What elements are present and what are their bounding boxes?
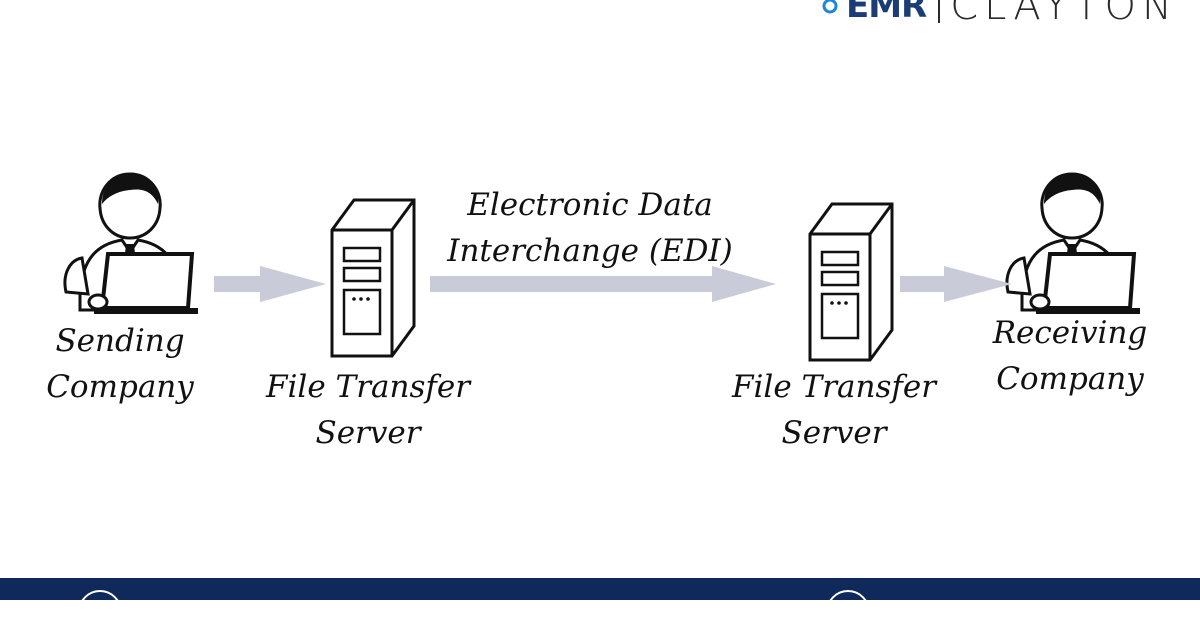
footer-left-icon [78, 590, 122, 634]
company-logo: EMR CLAYTON [820, 0, 1178, 29]
receiving-company-icon [1004, 172, 1142, 316]
right-server-label: File Transfer Server [724, 364, 944, 456]
arrow-edi [430, 266, 776, 302]
arrow-sender-to-server [214, 266, 326, 302]
flow-arrows [214, 266, 1012, 302]
edi-line1: Electronic Data [467, 187, 713, 223]
receiving-company-line1: Receiving [992, 315, 1148, 351]
logo-mark-icon [820, 0, 840, 16]
footer-right-icon [826, 590, 870, 634]
left-server-line1: File Transfer [265, 369, 471, 405]
logo-brand: EMR [846, 0, 927, 26]
left-server-label: File Transfer Server [258, 364, 478, 456]
edi-line2: Interchange (EDI) [447, 233, 733, 269]
receiving-company-line2: Company [996, 361, 1144, 397]
sending-company-line1: Sending [55, 323, 185, 359]
receiving-company-label: Receiving Company [980, 310, 1160, 402]
logo-tail: CLAYTON [950, 0, 1178, 29]
left-server-icon [330, 198, 416, 358]
edi-label: Electronic Data Interchange (EDI) [440, 182, 740, 274]
footer-band [0, 578, 1200, 634]
edi-flow-diagram [62, 172, 1142, 362]
left-server-line2: Server [315, 415, 421, 451]
sending-company-icon [62, 172, 201, 316]
sending-company-line2: Company [46, 369, 194, 405]
arrow-server-to-receiver [900, 266, 1012, 302]
logo-divider [938, 0, 941, 23]
right-server-line1: File Transfer [731, 369, 937, 405]
right-server-icon [808, 202, 894, 362]
sending-company-label: Sending Company [40, 318, 200, 410]
right-server-line2: Server [781, 415, 887, 451]
